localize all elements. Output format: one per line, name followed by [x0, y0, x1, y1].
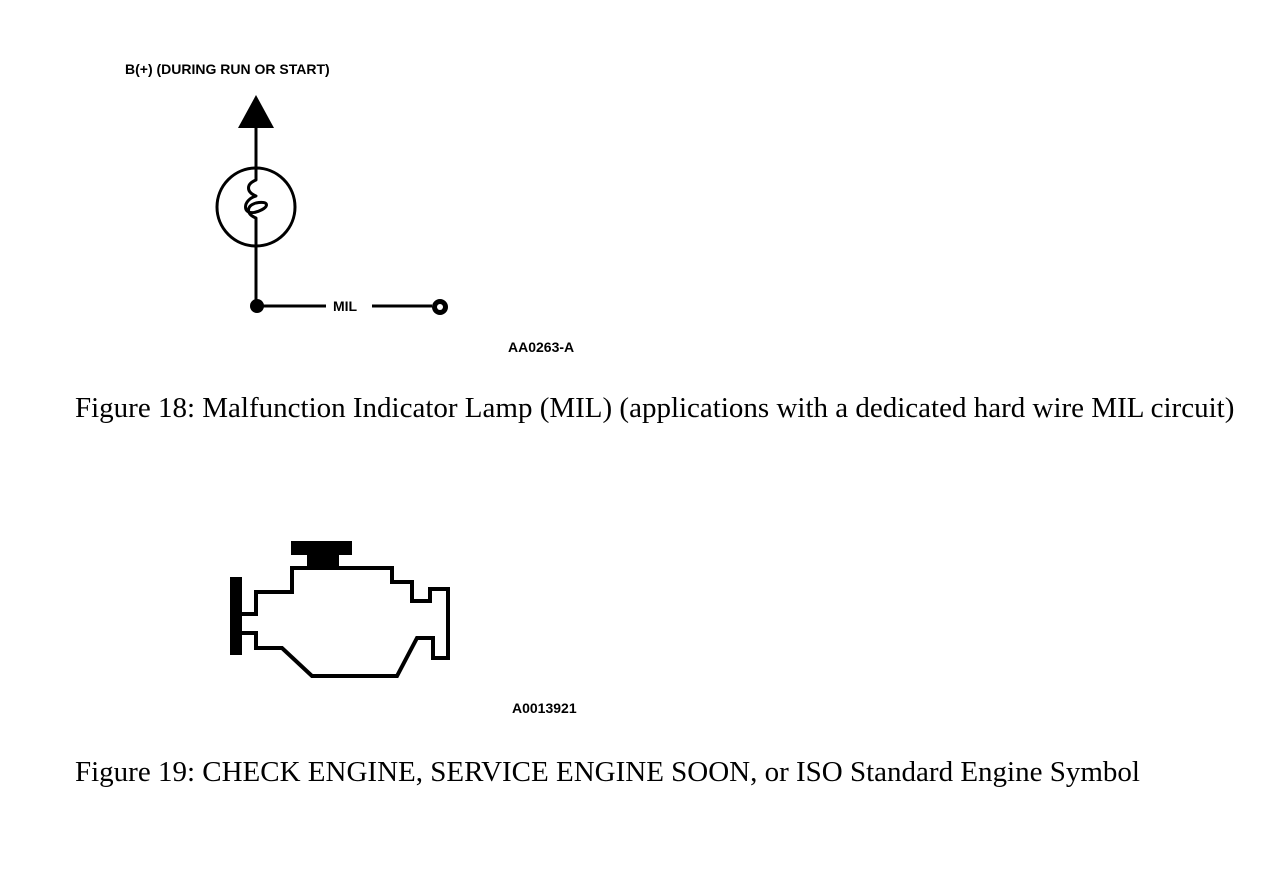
engine-icon: [230, 541, 450, 678]
mil-label: MIL: [333, 298, 358, 314]
figure-18-drawing-id: AA0263-A: [508, 339, 574, 355]
supply-label: B(+) (DURING RUN OR START): [125, 61, 330, 77]
figure-18-caption: Figure 18: Malfunction Indicator Lamp (M…: [75, 392, 1235, 424]
figure-19-caption: Figure 19: CHECK ENGINE, SERVICE ENGINE …: [75, 756, 1140, 788]
figure-19-drawing-id: A0013921: [512, 700, 577, 716]
lamp-icon: [215, 166, 297, 248]
connector-icon: [432, 299, 448, 315]
supply-arrow-icon: [238, 95, 274, 128]
